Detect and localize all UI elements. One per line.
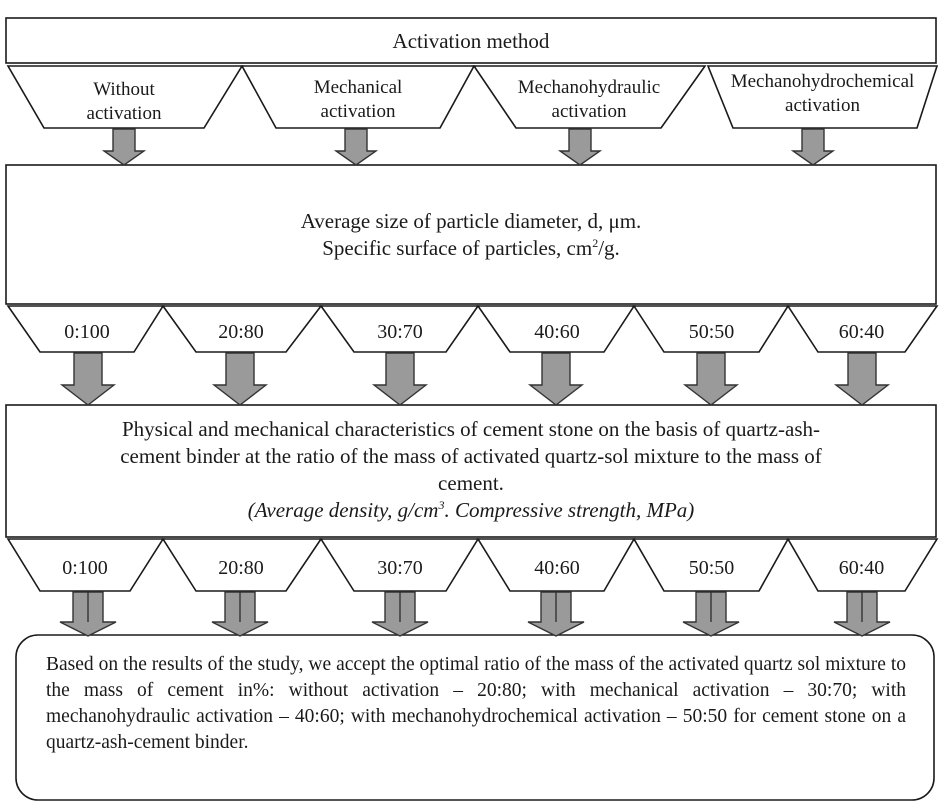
conclusion-text: Based on the results of the study, we ac… bbox=[46, 654, 906, 753]
flow-arrow bbox=[833, 352, 891, 406]
ratio-hopper bbox=[476, 538, 636, 592]
ratio-hopper bbox=[786, 305, 939, 353]
method-hopper-without bbox=[6, 65, 244, 129]
ratio-hopper bbox=[632, 305, 790, 353]
ratio-label: 60:40 bbox=[838, 321, 885, 343]
ratio-label: 20:80 bbox=[218, 557, 264, 579]
flow-arrow bbox=[101, 128, 147, 166]
ratio-label: 60:40 bbox=[838, 557, 885, 579]
flow-arrow bbox=[371, 352, 429, 406]
particle-size-box bbox=[5, 164, 937, 305]
ratio-label: 40:60 bbox=[534, 321, 580, 343]
ratio-label: 50:50 bbox=[688, 557, 735, 579]
flow-arrow bbox=[333, 128, 379, 166]
characteristics-box bbox=[5, 404, 937, 538]
flow-arrow bbox=[211, 352, 269, 406]
ratio-hopper bbox=[6, 538, 165, 592]
ratio-hopper bbox=[319, 305, 480, 353]
flow-arrow bbox=[790, 128, 836, 166]
flow-arrow bbox=[59, 352, 117, 406]
method-hopper-mechanical bbox=[240, 65, 476, 129]
ratio-label: 30:70 bbox=[377, 321, 423, 343]
ratio-hopper bbox=[161, 538, 323, 592]
ratio-label: 30:70 bbox=[377, 557, 423, 579]
ratio-hopper bbox=[476, 305, 636, 353]
ratio-label: 50:50 bbox=[688, 321, 735, 343]
characteristics-text: Physical and mechanical characteristics … bbox=[120, 417, 822, 522]
ratio-label: 20:80 bbox=[218, 321, 264, 343]
ratio-hopper bbox=[632, 538, 790, 592]
method-hopper-mechanohydrochemical bbox=[706, 65, 939, 129]
flow-arrow bbox=[527, 352, 585, 406]
flow-arrow bbox=[557, 128, 603, 166]
ratio-label: 40:60 bbox=[534, 557, 580, 579]
ratio-label: 0:100 bbox=[64, 321, 110, 343]
activation-method-box bbox=[5, 17, 937, 64]
ratio-hopper bbox=[6, 305, 165, 353]
ratio-hopper bbox=[319, 538, 480, 592]
conclusion-box bbox=[15, 634, 935, 801]
flow-arrow bbox=[682, 352, 740, 406]
ratio-label: 0:100 bbox=[62, 557, 108, 579]
ratio-hopper bbox=[786, 538, 939, 592]
particle-size-text: Average size of particle diameter, d, μm… bbox=[300, 209, 642, 260]
ratio-hopper bbox=[161, 305, 323, 353]
method-hopper-mechanohydraulic bbox=[472, 65, 707, 129]
activation-method-title: Activation method bbox=[392, 29, 550, 53]
